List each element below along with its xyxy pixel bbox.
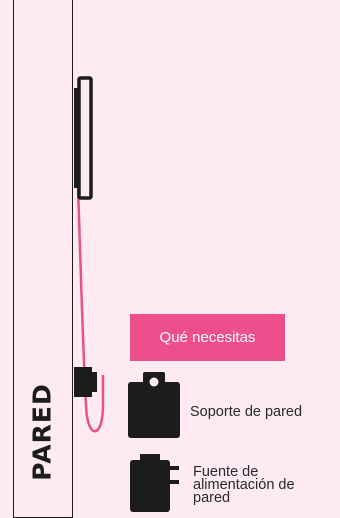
item-label-wall-mount: Soporte de pared	[190, 404, 303, 420]
mounted-device	[77, 76, 93, 200]
wall-mount-icon	[128, 372, 180, 438]
wall-outlet	[74, 367, 92, 397]
item-label-power-supply: Fuente de alimentación de pared	[193, 464, 295, 506]
power-adapter-icon	[130, 454, 179, 512]
device-back-plate	[74, 88, 79, 188]
section-heading: Qué necesitas	[130, 314, 285, 361]
outlet-plug	[92, 372, 97, 392]
wall	[13, 0, 73, 518]
